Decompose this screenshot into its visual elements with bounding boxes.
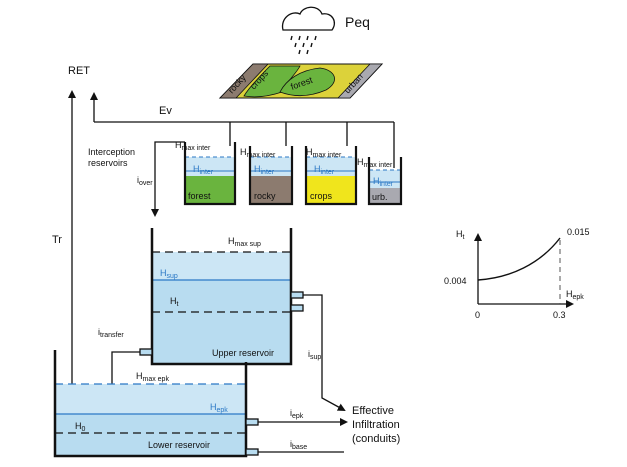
cloud-icon	[281, 6, 336, 31]
i-over-arrow	[151, 141, 185, 217]
svg-text:Hmax epk: Hmax epk	[136, 371, 169, 383]
lower-outlets	[245, 418, 259, 456]
reservoir-label-forest: forest	[188, 191, 211, 201]
effective-label-line3: (conduits)	[352, 433, 400, 445]
svg-text:Ht: Ht	[170, 296, 179, 308]
graph-x-tick-0: 0	[475, 310, 480, 320]
graph-y-end: 0.015	[567, 227, 590, 237]
strip-crops-patch	[243, 65, 301, 98]
strip-forest-patch	[279, 67, 335, 96]
landuse-strip: rocky crops forest urban	[218, 63, 384, 99]
i-base-label: ibase	[290, 439, 307, 451]
ret-label: RET	[68, 65, 90, 77]
interception-reservoir-urban: Hinter urb.	[367, 157, 403, 206]
evapo-arrows	[68, 90, 395, 420]
graph-y-start: 0.004	[444, 276, 467, 286]
graph-curve	[477, 237, 561, 281]
upper-reservoir: Hmax sup Hsup Ht Upper reservoir	[150, 228, 293, 366]
svg-text:H0: H0	[75, 421, 86, 433]
i-over-label: iover	[137, 175, 153, 187]
interception-label-line2: reservoirs	[88, 158, 128, 168]
upper-reservoir-label: Upper reservoir	[212, 348, 274, 358]
graph-x-label: Hepk	[566, 289, 584, 301]
svg-text:Hmax sup: Hmax sup	[228, 236, 261, 248]
graph-x-tick-1: 0.3	[553, 310, 566, 320]
tr-label: Tr	[52, 234, 62, 246]
interception-reservoir-crops: Hinter crops	[304, 146, 358, 206]
graph-y-label: Ht	[456, 229, 465, 241]
ev-label: Ev	[159, 105, 172, 117]
effective-label-line1: Effective	[352, 405, 394, 417]
reservoir-label-rocky: rocky	[254, 191, 276, 201]
reservoir-label-urban: urb.	[372, 192, 388, 202]
lower-reservoir: Hmax epk Hepk H0 Lower reservoir	[53, 350, 248, 458]
svg-text:Hmax inter: Hmax inter	[357, 157, 393, 169]
peq-label: Peq	[345, 14, 370, 30]
lower-reservoir-label: Lower reservoir	[148, 440, 210, 450]
interception-reservoir-rocky: Hinter rocky	[248, 146, 294, 206]
i-epk-label: iepk	[290, 408, 304, 420]
interception-label-line1: Interception	[88, 147, 135, 157]
i-transfer-label: itransfer	[98, 327, 124, 339]
strip-rocky-patch	[219, 63, 269, 99]
svg-text:Hmax inter: Hmax inter	[240, 147, 276, 159]
effective-label-line2: Infiltration	[352, 419, 400, 431]
ht-vs-hepk-graph: Ht Hepk 0.004 0.015 0 0.3	[444, 227, 590, 320]
rain-icon	[290, 35, 317, 55]
strip-urban-patch	[337, 63, 383, 99]
interception-reservoir-forest: Hinter forest	[183, 142, 237, 206]
i-sup-arrow	[303, 294, 346, 411]
reservoir-label-crops: crops	[310, 191, 333, 201]
i-sup-label: isup	[308, 349, 321, 361]
